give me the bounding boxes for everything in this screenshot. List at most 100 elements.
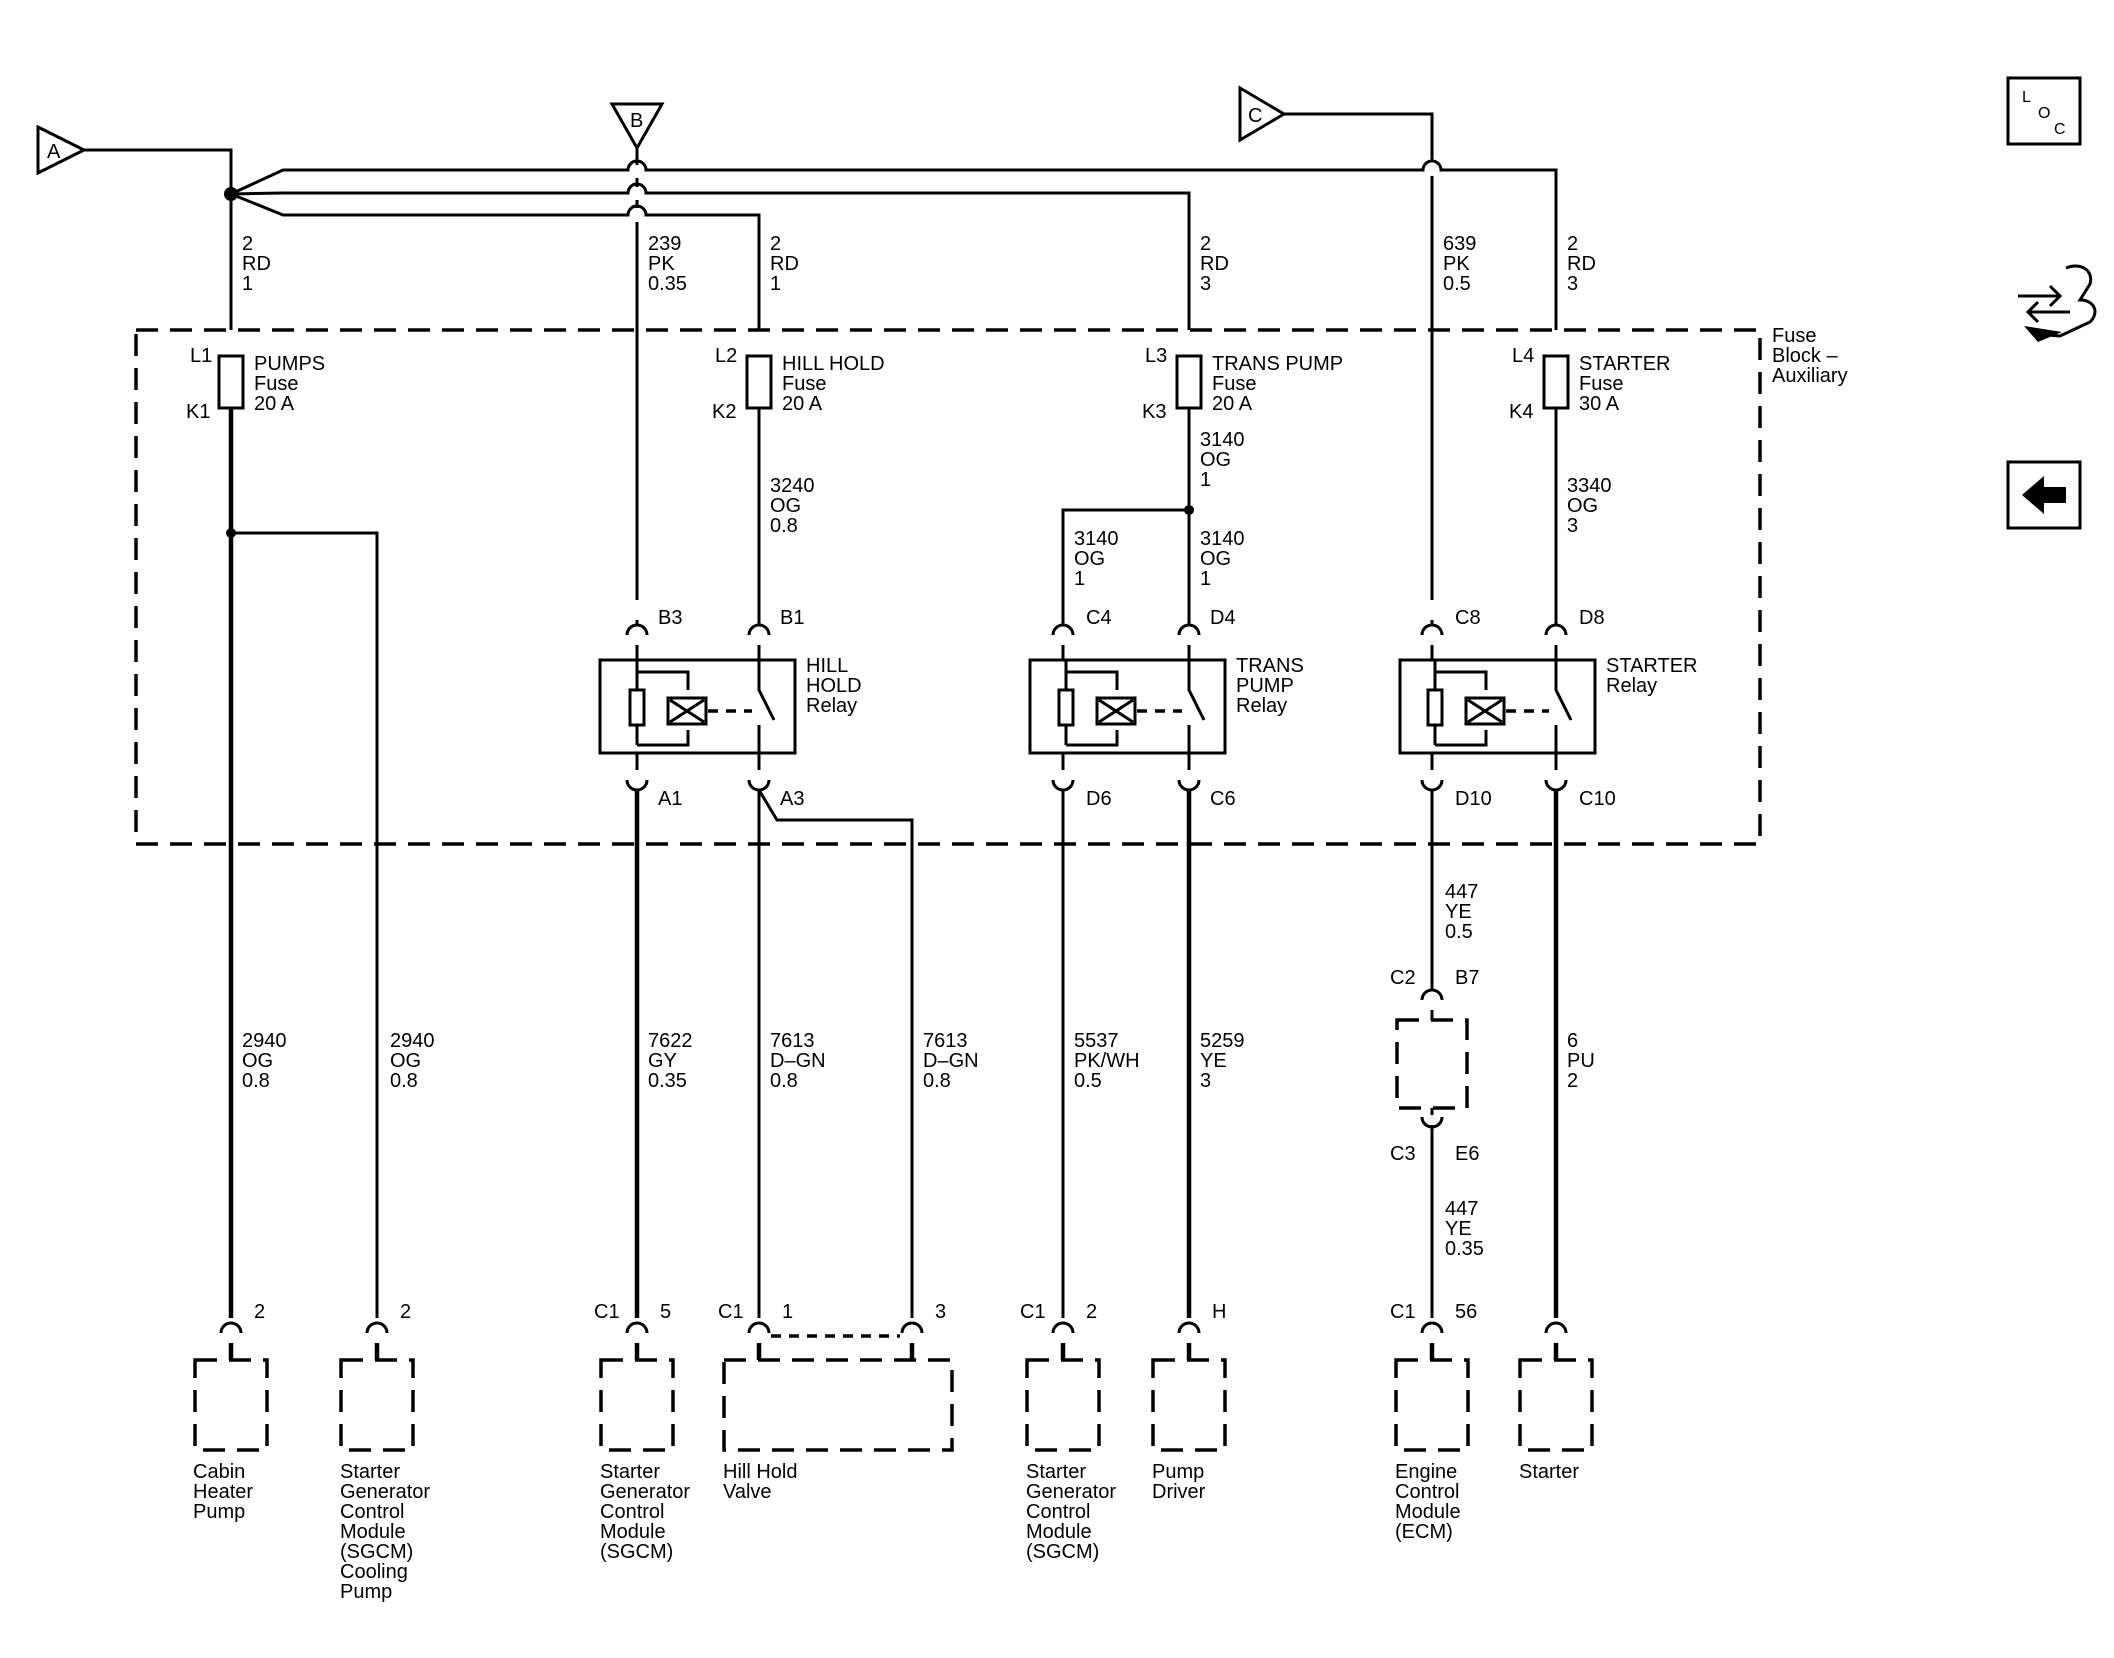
svg-text:Engine: Engine: [1395, 1461, 1457, 1483]
svg-text:Pump: Pump: [1152, 1461, 1204, 1483]
component-sgcm-1: C1 5 Starter Generator Control Module (S…: [594, 1301, 690, 1563]
svg-text:Cooling: Cooling: [340, 1561, 408, 1583]
svg-text:RD: RD: [1567, 253, 1596, 275]
wire-label-7622: 7622 GY 0.35: [648, 1030, 693, 1092]
back-arrow-icon[interactable]: [2006, 460, 2082, 530]
svg-text:OG: OG: [1074, 548, 1105, 570]
wire-label-447-top: 447 YE 0.5: [1445, 881, 1478, 943]
svg-text:E6: E6: [1455, 1143, 1479, 1165]
svg-text:STARTER: STARTER: [1579, 353, 1671, 375]
svg-text:HOLD: HOLD: [806, 675, 862, 697]
component-ecm: C1 56 Engine Control Module (ECM): [1390, 1301, 1477, 1543]
relay-hill-hold: HILL HOLD Relay B3 B1 A1 A3: [598, 607, 862, 810]
svg-text:PUMP: PUMP: [1236, 675, 1294, 697]
svg-text:YE: YE: [1445, 1218, 1472, 1240]
svg-text:GY: GY: [648, 1050, 677, 1072]
inline-connector: C2 B7 C3 E6: [1390, 967, 1479, 1165]
svg-text:2: 2: [400, 1301, 411, 1323]
svg-text:D–GN: D–GN: [923, 1050, 979, 1072]
wire-label-2940-a: 2940 OG 0.8: [242, 1030, 287, 1092]
svg-text:1: 1: [770, 273, 781, 295]
svg-text:L: L: [2022, 89, 2031, 106]
wire-label-447-bot: 447 YE 0.35: [1445, 1198, 1484, 1260]
svg-text:20 A: 20 A: [782, 393, 823, 415]
wire-col-sgcm-cool: [231, 531, 379, 1318]
svg-text:PK: PK: [648, 253, 675, 275]
svg-text:0.8: 0.8: [770, 1070, 798, 1092]
svg-text:A1: A1: [658, 788, 682, 810]
component-sgcm-cooling-pump: 2 Starter Generator Control Module (SGCM…: [339, 1301, 430, 1603]
svg-text:Starter: Starter: [600, 1461, 660, 1483]
wire-label-239: 239 PK 0.35: [648, 233, 687, 295]
wire-label-3340: 3340 OG 3: [1567, 475, 1612, 537]
svg-text:C8: C8: [1455, 607, 1481, 629]
svg-text:20 A: 20 A: [1212, 393, 1253, 415]
component-pump-driver: H Pump Driver: [1151, 1301, 1227, 1503]
fuse-hill-hold: L2 K2 HILL HOLD Fuse 20 A: [712, 345, 885, 423]
wire-label-2940-b: 2940 OG 0.8: [390, 1030, 435, 1092]
svg-text:Control: Control: [1026, 1501, 1090, 1523]
svg-text:A3: A3: [780, 788, 804, 810]
relay-starter: STARTER Relay C8 D8 D10 C10: [1398, 607, 1698, 810]
connector-b-flag: [609, 102, 665, 152]
svg-text:Pump: Pump: [193, 1501, 245, 1523]
svg-text:0.35: 0.35: [648, 273, 687, 295]
svg-text:Hill Hold: Hill Hold: [723, 1461, 797, 1483]
connector-a-label: A: [47, 141, 61, 163]
wire-label-2-rd-1-mid: 2 RD 1: [770, 233, 799, 295]
svg-text:Starter: Starter: [1519, 1461, 1579, 1483]
svg-text:C10: C10: [1579, 788, 1616, 810]
svg-text:1: 1: [1200, 568, 1211, 590]
svg-text:L1: L1: [190, 345, 212, 367]
svg-text:30 A: 30 A: [1579, 393, 1620, 415]
svg-text:Fuse: Fuse: [1579, 373, 1623, 395]
fuse-block-label: Fuse Block – Auxiliary: [1772, 325, 1848, 387]
svg-text:Module: Module: [340, 1521, 406, 1543]
connector-c-label: C: [1248, 105, 1262, 127]
loc-icon[interactable]: L O C: [2006, 76, 2082, 146]
top-bus: A B C: [36, 85, 1558, 600]
wire-label-639: 639 PK 0.5: [1443, 233, 1476, 295]
svg-text:PU: PU: [1567, 1050, 1595, 1072]
svg-text:H: H: [1212, 1301, 1226, 1323]
svg-text:B3: B3: [658, 607, 682, 629]
svg-text:Control: Control: [340, 1501, 404, 1523]
relay-trans-pump: TRANS PUMP Relay C4 D4 D6 C6: [1028, 607, 1304, 810]
tools-icon[interactable]: [2018, 264, 2097, 342]
svg-text:HILL: HILL: [806, 655, 848, 677]
svg-text:20 A: 20 A: [254, 393, 295, 415]
svg-text:Generator: Generator: [1026, 1481, 1116, 1503]
svg-text:D10: D10: [1455, 788, 1492, 810]
svg-text:K4: K4: [1509, 401, 1533, 423]
svg-text:HILL HOLD: HILL HOLD: [782, 353, 885, 375]
svg-text:TRANS PUMP: TRANS PUMP: [1212, 353, 1343, 375]
svg-text:0.5: 0.5: [1443, 273, 1471, 295]
svg-text:Fuse: Fuse: [1772, 325, 1816, 347]
svg-text:2940: 2940: [390, 1030, 435, 1052]
svg-text:2: 2: [1567, 233, 1578, 255]
svg-text:PUMPS: PUMPS: [254, 353, 325, 375]
svg-text:1: 1: [1074, 568, 1085, 590]
svg-text:0.8: 0.8: [242, 1070, 270, 1092]
fuse-starter: L4 K4 STARTER Fuse 30 A: [1509, 345, 1671, 423]
svg-text:0.8: 0.8: [923, 1070, 951, 1092]
svg-text:OG: OG: [242, 1050, 273, 1072]
svg-text:OG: OG: [1200, 449, 1231, 471]
svg-text:5: 5: [660, 1301, 671, 1323]
svg-text:Relay: Relay: [806, 695, 857, 717]
svg-text:C2: C2: [1390, 967, 1416, 989]
svg-text:0.5: 0.5: [1445, 921, 1473, 943]
svg-text:YE: YE: [1200, 1050, 1227, 1072]
component-cabin-heater-pump: 2 Cabin Heater Pump: [193, 1301, 269, 1523]
svg-text:TRANS: TRANS: [1236, 655, 1304, 677]
svg-text:7613: 7613: [923, 1030, 968, 1052]
svg-text:D8: D8: [1579, 607, 1605, 629]
wire-label-3140-top: 3140 OG 1: [1200, 429, 1245, 491]
svg-text:3: 3: [935, 1301, 946, 1323]
svg-text:Module: Module: [1395, 1501, 1461, 1523]
svg-text:2: 2: [254, 1301, 265, 1323]
svg-text:OG: OG: [1567, 495, 1598, 517]
svg-text:1: 1: [242, 273, 253, 295]
svg-text:(SGCM): (SGCM): [340, 1541, 413, 1563]
